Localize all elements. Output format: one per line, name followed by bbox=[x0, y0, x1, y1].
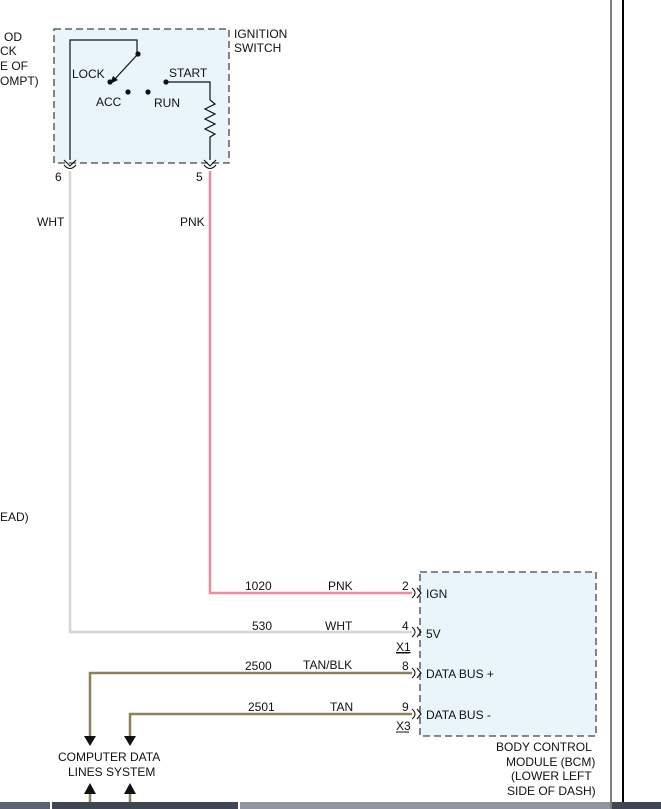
ign-wire-color: PNK bbox=[328, 579, 353, 593]
data-lines-arrow-up-1 bbox=[84, 783, 96, 794]
bcm-connector-x1: X1 bbox=[396, 640, 411, 654]
bcm-terminal-data-plus bbox=[411, 667, 422, 679]
bcm-terminal-data-minus bbox=[411, 708, 422, 720]
five-v-circuit-number: 530 bbox=[252, 619, 272, 633]
data-lines-label-1: COMPUTER DATA bbox=[58, 750, 160, 764]
switch-run-label: RUN bbox=[154, 96, 180, 110]
ign-circuit-number: 1020 bbox=[245, 579, 272, 593]
bcm-connector-x3: X3 bbox=[396, 719, 411, 733]
pnk-wire-label: PNK bbox=[180, 215, 205, 229]
bottom-bar-segment-1 bbox=[0, 802, 50, 809]
bcm-terminal-ign bbox=[411, 587, 422, 599]
switch-lock-label: LOCK bbox=[72, 67, 105, 81]
switch-blade bbox=[113, 54, 138, 81]
bcm-title-3: (LOWER LEFT bbox=[511, 769, 592, 783]
resistor bbox=[203, 99, 217, 160]
bottom-bar-segment-3 bbox=[240, 802, 610, 809]
left-partial-text-3: E OF bbox=[0, 59, 28, 73]
data-plus-arrow-down bbox=[84, 736, 96, 746]
data-minus-pin-number: 9 bbox=[402, 700, 409, 714]
switch-pin-6-label: 6 bbox=[55, 170, 62, 184]
bcm-title-2: MODULE (BCM) bbox=[506, 755, 595, 769]
wht-wire bbox=[68, 171, 412, 634]
switch-common-wire bbox=[69, 39, 138, 160]
ignition-switch-title-1: IGNITION bbox=[234, 27, 287, 41]
bottom-bar-segment-4 bbox=[612, 802, 661, 809]
data-minus-wire-color: TAN bbox=[330, 700, 353, 714]
pnk-wire bbox=[208, 171, 412, 595]
left-partial-text-4: OMPT) bbox=[0, 74, 39, 88]
tan-wire bbox=[128, 712, 412, 740]
bcm-title-1: BODY CONTROL bbox=[496, 740, 592, 754]
switch-run-dot bbox=[145, 89, 151, 95]
switch-start-label: START bbox=[169, 66, 208, 80]
ignition-switch-title-2: SWITCH bbox=[234, 41, 281, 55]
data-minus-arrow-down bbox=[124, 736, 136, 746]
data-lines-label-2: LINES SYSTEM bbox=[68, 765, 155, 779]
five-v-pin-number: 4 bbox=[402, 619, 409, 633]
switch-acc-label: ACC bbox=[96, 95, 122, 109]
bottom-bar-segment-2 bbox=[52, 802, 238, 809]
switch-pin-6-connector bbox=[63, 159, 77, 170]
switch-pin-5-connector bbox=[203, 159, 217, 170]
switch-lock-dot bbox=[107, 79, 113, 85]
left-partial-text-1: OD bbox=[4, 30, 22, 44]
ignition-switch-box bbox=[53, 28, 230, 164]
switch-start-wire bbox=[166, 81, 211, 100]
bcm-pin-data-minus-label: DATA BUS - bbox=[426, 708, 491, 722]
switch-acc-dot bbox=[125, 89, 131, 95]
data-lines-arrow-up-2 bbox=[124, 783, 136, 794]
switch-pin-5-label: 5 bbox=[196, 170, 203, 184]
data-plus-circuit-number: 2500 bbox=[245, 659, 272, 673]
bcm-pin-data-plus-label: DATA BUS + bbox=[426, 667, 494, 681]
bcm-terminal-5v bbox=[411, 626, 422, 638]
bcm-title-4: SIDE OF DASH) bbox=[507, 784, 596, 798]
left-partial-text-5: EAD) bbox=[0, 510, 29, 524]
bcm-pin-ign-label: IGN bbox=[426, 587, 447, 601]
data-plus-wire-color: TAN/BLK bbox=[303, 658, 352, 672]
tan-blk-wire bbox=[88, 671, 412, 740]
wht-wire-label: WHT bbox=[37, 215, 65, 229]
data-plus-pin-number: 8 bbox=[402, 659, 409, 673]
bcm-pin-5v-label: 5V bbox=[426, 627, 441, 641]
five-v-wire-color: WHT bbox=[325, 619, 353, 633]
ign-pin-number: 2 bbox=[402, 579, 409, 593]
left-partial-text-2: CK bbox=[0, 44, 17, 58]
data-minus-circuit-number: 2501 bbox=[248, 700, 275, 714]
bcm-box bbox=[419, 571, 597, 737]
